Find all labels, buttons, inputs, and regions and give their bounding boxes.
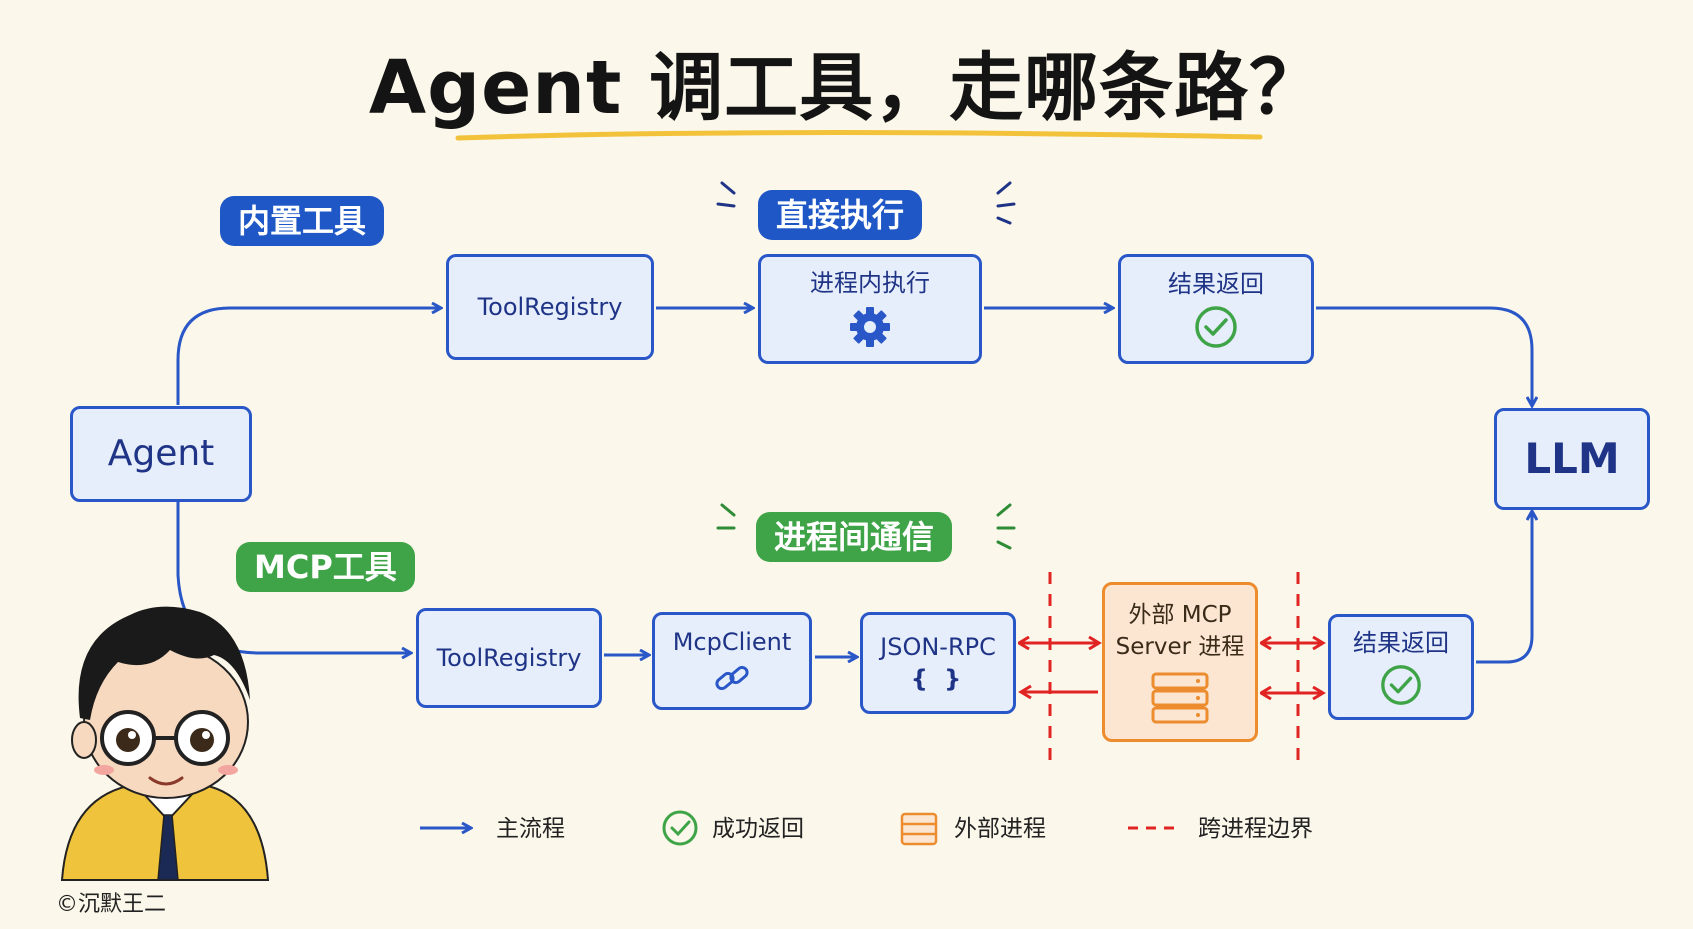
agent-to-top-registry-arrow — [176, 308, 440, 405]
bottom-tool-registry-label: ToolRegistry — [436, 644, 582, 672]
page-title: Agent 调工具，走哪条路？ — [368, 45, 1325, 131]
cartoon-character-avatar — [60, 606, 270, 881]
in-process-exec-label: 进程内执行 — [810, 269, 930, 297]
ipc-tag: 进程间通信 — [756, 512, 953, 562]
title-underline — [455, 130, 1263, 141]
agent-node-label: Agent — [107, 433, 215, 474]
check-circle-icon — [1381, 665, 1421, 705]
link-icon — [715, 665, 749, 691]
agent-node[interactable]: Agent — [70, 406, 252, 502]
legend-success-label: 成功返回 — [712, 816, 804, 842]
external-mcp-server-node[interactable]: 外部 MCP Server 进程 — [1102, 582, 1258, 742]
bottom-result-node[interactable]: 结果返回 — [1328, 614, 1474, 720]
ipc-tag-burst-marks — [716, 503, 1016, 550]
legend-external-swatch — [900, 812, 938, 846]
legend-success-swatch — [662, 810, 698, 846]
server-stack-icon — [1151, 672, 1209, 724]
top-tool-registry-node[interactable]: ToolRegistry — [446, 254, 654, 360]
mcp-tools-tag: MCP工具 — [236, 542, 415, 592]
in-process-exec-node[interactable]: 进程内执行 — [758, 254, 982, 364]
legend-boundary-label: 跨进程边界 — [1198, 816, 1313, 842]
builtin-tools-tag: 内置工具 — [220, 196, 385, 246]
llm-node-label: LLM — [1524, 434, 1620, 483]
bottom-tool-registry-node[interactable]: ToolRegistry — [416, 608, 602, 708]
mcp-client-label: McpClient — [672, 628, 792, 656]
bottom-result-to-llm-arrow — [1476, 512, 1532, 664]
top-result-to-llm-arrow — [1316, 306, 1532, 405]
bottom-result-label: 结果返回 — [1353, 629, 1449, 657]
json-rpc-node[interactable]: JSON-RPC { } — [860, 612, 1016, 714]
top-tool-registry-label: ToolRegistry — [477, 293, 623, 321]
json-rpc-label: JSON-RPC — [880, 633, 996, 661]
gear-icon — [850, 307, 890, 347]
copyright-text: ©沉默王二 — [56, 892, 167, 917]
direct-exec-tag: 直接执行 — [758, 190, 923, 240]
check-circle-icon — [1195, 306, 1237, 348]
json-braces-icon: { } — [910, 665, 966, 693]
top-result-node[interactable]: 结果返回 — [1118, 254, 1314, 364]
llm-node[interactable]: LLM — [1494, 408, 1650, 510]
direct-tag-burst-marks — [716, 181, 1016, 225]
mcp-client-node[interactable]: McpClient — [652, 612, 812, 710]
legend-external-label: 外部进程 — [954, 816, 1046, 842]
external-server-label-line2: Server 进程 — [1115, 634, 1245, 660]
top-result-label: 结果返回 — [1168, 270, 1264, 298]
legend-main-flow-label: 主流程 — [496, 816, 565, 842]
external-server-label-line1: 外部 MCP — [1128, 602, 1232, 628]
